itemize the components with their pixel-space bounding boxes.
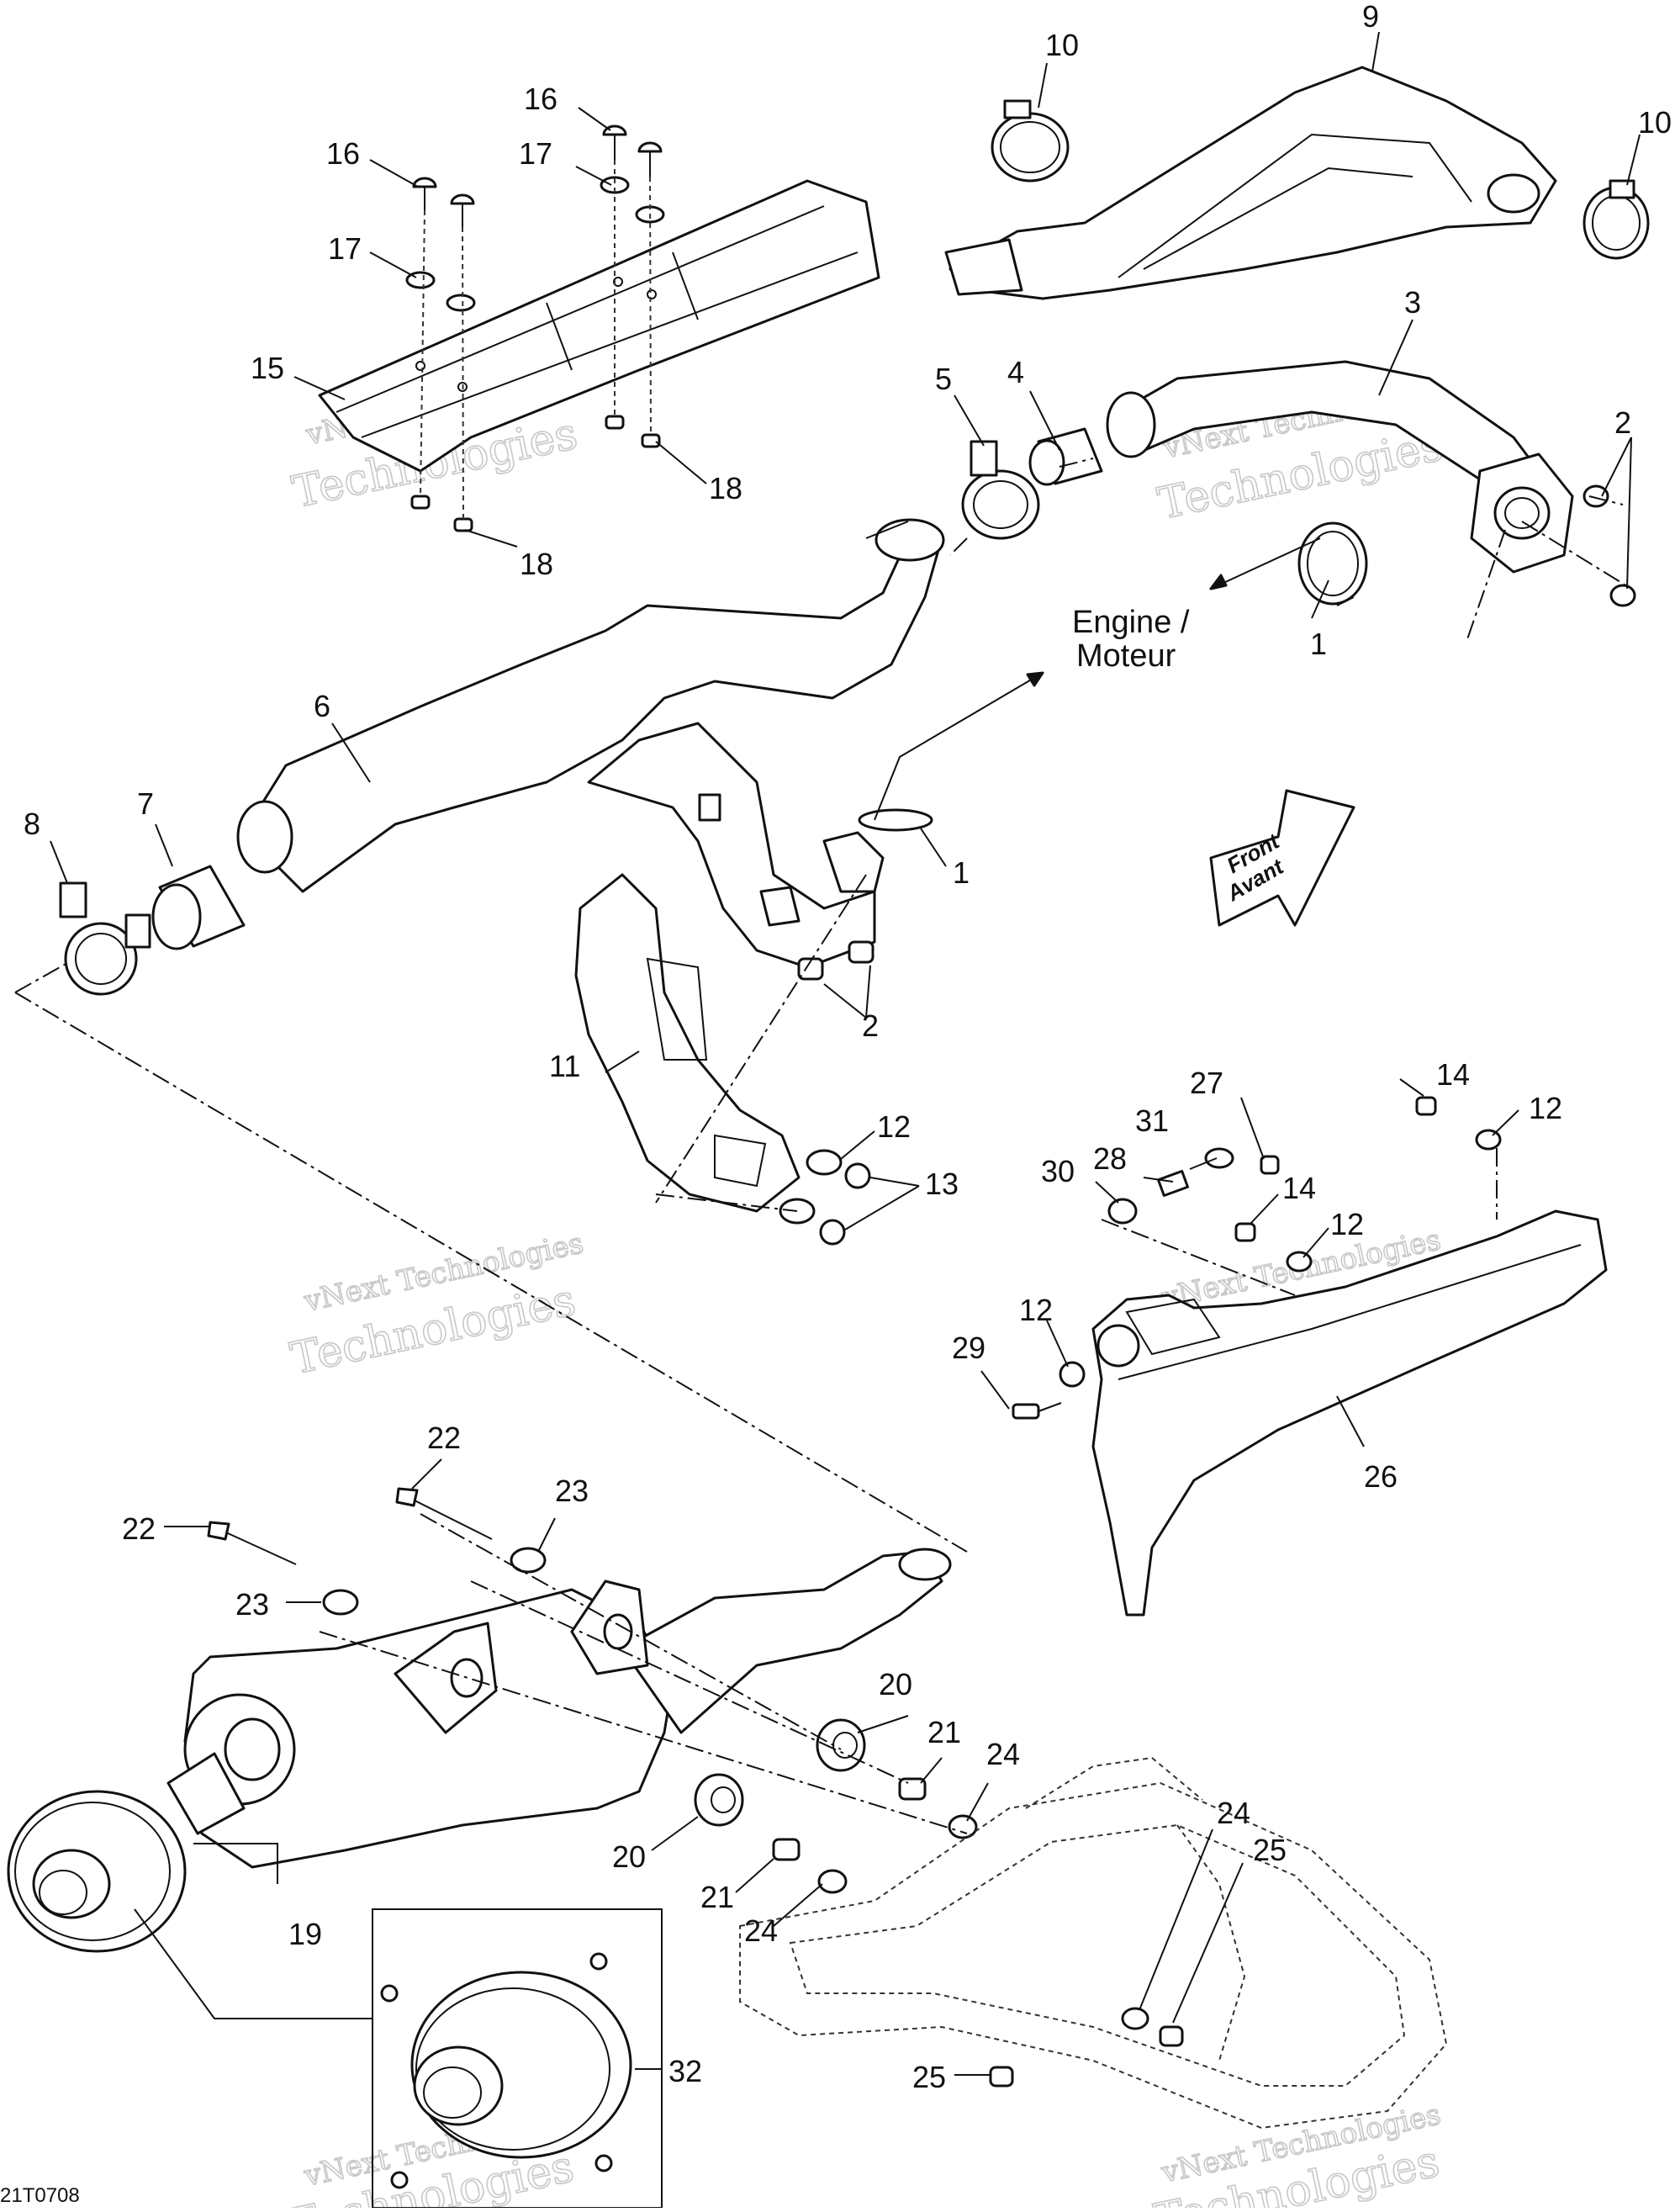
callout-24-lower: 24 (744, 1913, 778, 1948)
figure-code: 21T0708 (0, 2184, 80, 2207)
callout-17-left: 17 (328, 231, 362, 266)
callout-12-d: 12 (1019, 1293, 1053, 1327)
callout-22-left: 22 (122, 1511, 156, 1546)
assembly-lines (14, 458, 1632, 1834)
callout-4: 4 (1007, 355, 1024, 389)
callout-12-b: 12 (1529, 1091, 1562, 1125)
y-pipe (236, 518, 945, 969)
callout-12-a: 12 (877, 1109, 911, 1144)
callout-10-right: 10 (1638, 105, 1672, 140)
callout-28: 28 (1093, 1141, 1127, 1176)
frame-outline (739, 1756, 1448, 2130)
callout-15: 15 (251, 351, 284, 385)
callout-2-upper: 2 (1614, 405, 1631, 440)
callout-26: 26 (1364, 1459, 1398, 1494)
callout-18-right: 18 (709, 471, 742, 505)
callout-18-left: 18 (520, 547, 553, 581)
callout-16-right: 16 (524, 82, 557, 116)
callout-1-lower: 1 (953, 855, 970, 890)
heat-shield-upper (318, 179, 880, 473)
callout-7: 7 (137, 786, 154, 821)
callout-21-lower: 21 (700, 1880, 734, 1914)
callout-19: 19 (288, 1917, 322, 1951)
intake-duct (944, 66, 1557, 300)
callout-5: 5 (935, 362, 952, 396)
callout-10-left: 10 (1045, 28, 1079, 62)
callout-21-upper: 21 (927, 1715, 961, 1749)
callout-8: 8 (24, 807, 40, 841)
callout-17-right: 17 (519, 136, 552, 171)
engine-arrows (874, 537, 1321, 821)
callout-6: 6 (314, 689, 330, 723)
hose-clamps (991, 99, 1650, 260)
callout-20-lower: 20 (612, 1839, 646, 1874)
engine-label: Engine / (1072, 605, 1190, 640)
muffler-heat-shield (1091, 1209, 1608, 1617)
callout-30: 30 (1041, 1154, 1075, 1188)
exhaust-elbow (1106, 360, 1636, 607)
callout-27: 27 (1190, 1066, 1223, 1100)
callout-20-upper: 20 (879, 1667, 912, 1701)
shield-mount-fasteners (1012, 1096, 1502, 1420)
heat-shield-lower (574, 873, 801, 1213)
callout-31: 31 (1135, 1103, 1169, 1138)
end-cap-inset (372, 1908, 663, 2209)
front-direction-arrow: Front Avant (1209, 789, 1355, 927)
callout-32: 32 (668, 2054, 702, 2088)
sleeve-and-clamp (961, 427, 1103, 540)
heat-shield-fasteners (405, 124, 665, 532)
rear-sleeve-and-clamp (59, 865, 246, 996)
callout-14-b: 14 (1282, 1171, 1316, 1205)
flange-nuts (797, 940, 874, 981)
callout-11: 11 (549, 1049, 580, 1083)
callout-16-left: 16 (326, 136, 360, 171)
callout-22-upper: 22 (427, 1421, 461, 1455)
callout-24-frame: 24 (1217, 1796, 1250, 1830)
callout-25-upper: 25 (1253, 1833, 1287, 1867)
callout-23-left: 23 (235, 1587, 269, 1622)
gasket-upper (1297, 521, 1368, 606)
callout-14-a: 14 (1436, 1057, 1470, 1092)
callout-24-upper: 24 (986, 1737, 1020, 1771)
muffler-end-cap (7, 1790, 187, 1953)
muffler (166, 1548, 952, 1869)
callout-12-c: 12 (1330, 1207, 1364, 1241)
callout-3: 3 (1404, 285, 1421, 320)
callout-25-lower: 25 (912, 2060, 946, 2094)
callout-2-lower: 2 (862, 1008, 879, 1043)
callout-1-upper: 1 (1310, 627, 1327, 661)
callout-29: 29 (952, 1331, 985, 1365)
callout-23-right: 23 (555, 1474, 589, 1508)
leader-lines (50, 31, 1641, 2076)
callout-9: 9 (1362, 0, 1379, 34)
callout-13: 13 (925, 1167, 959, 1201)
moteur-label: Moteur (1076, 638, 1176, 674)
